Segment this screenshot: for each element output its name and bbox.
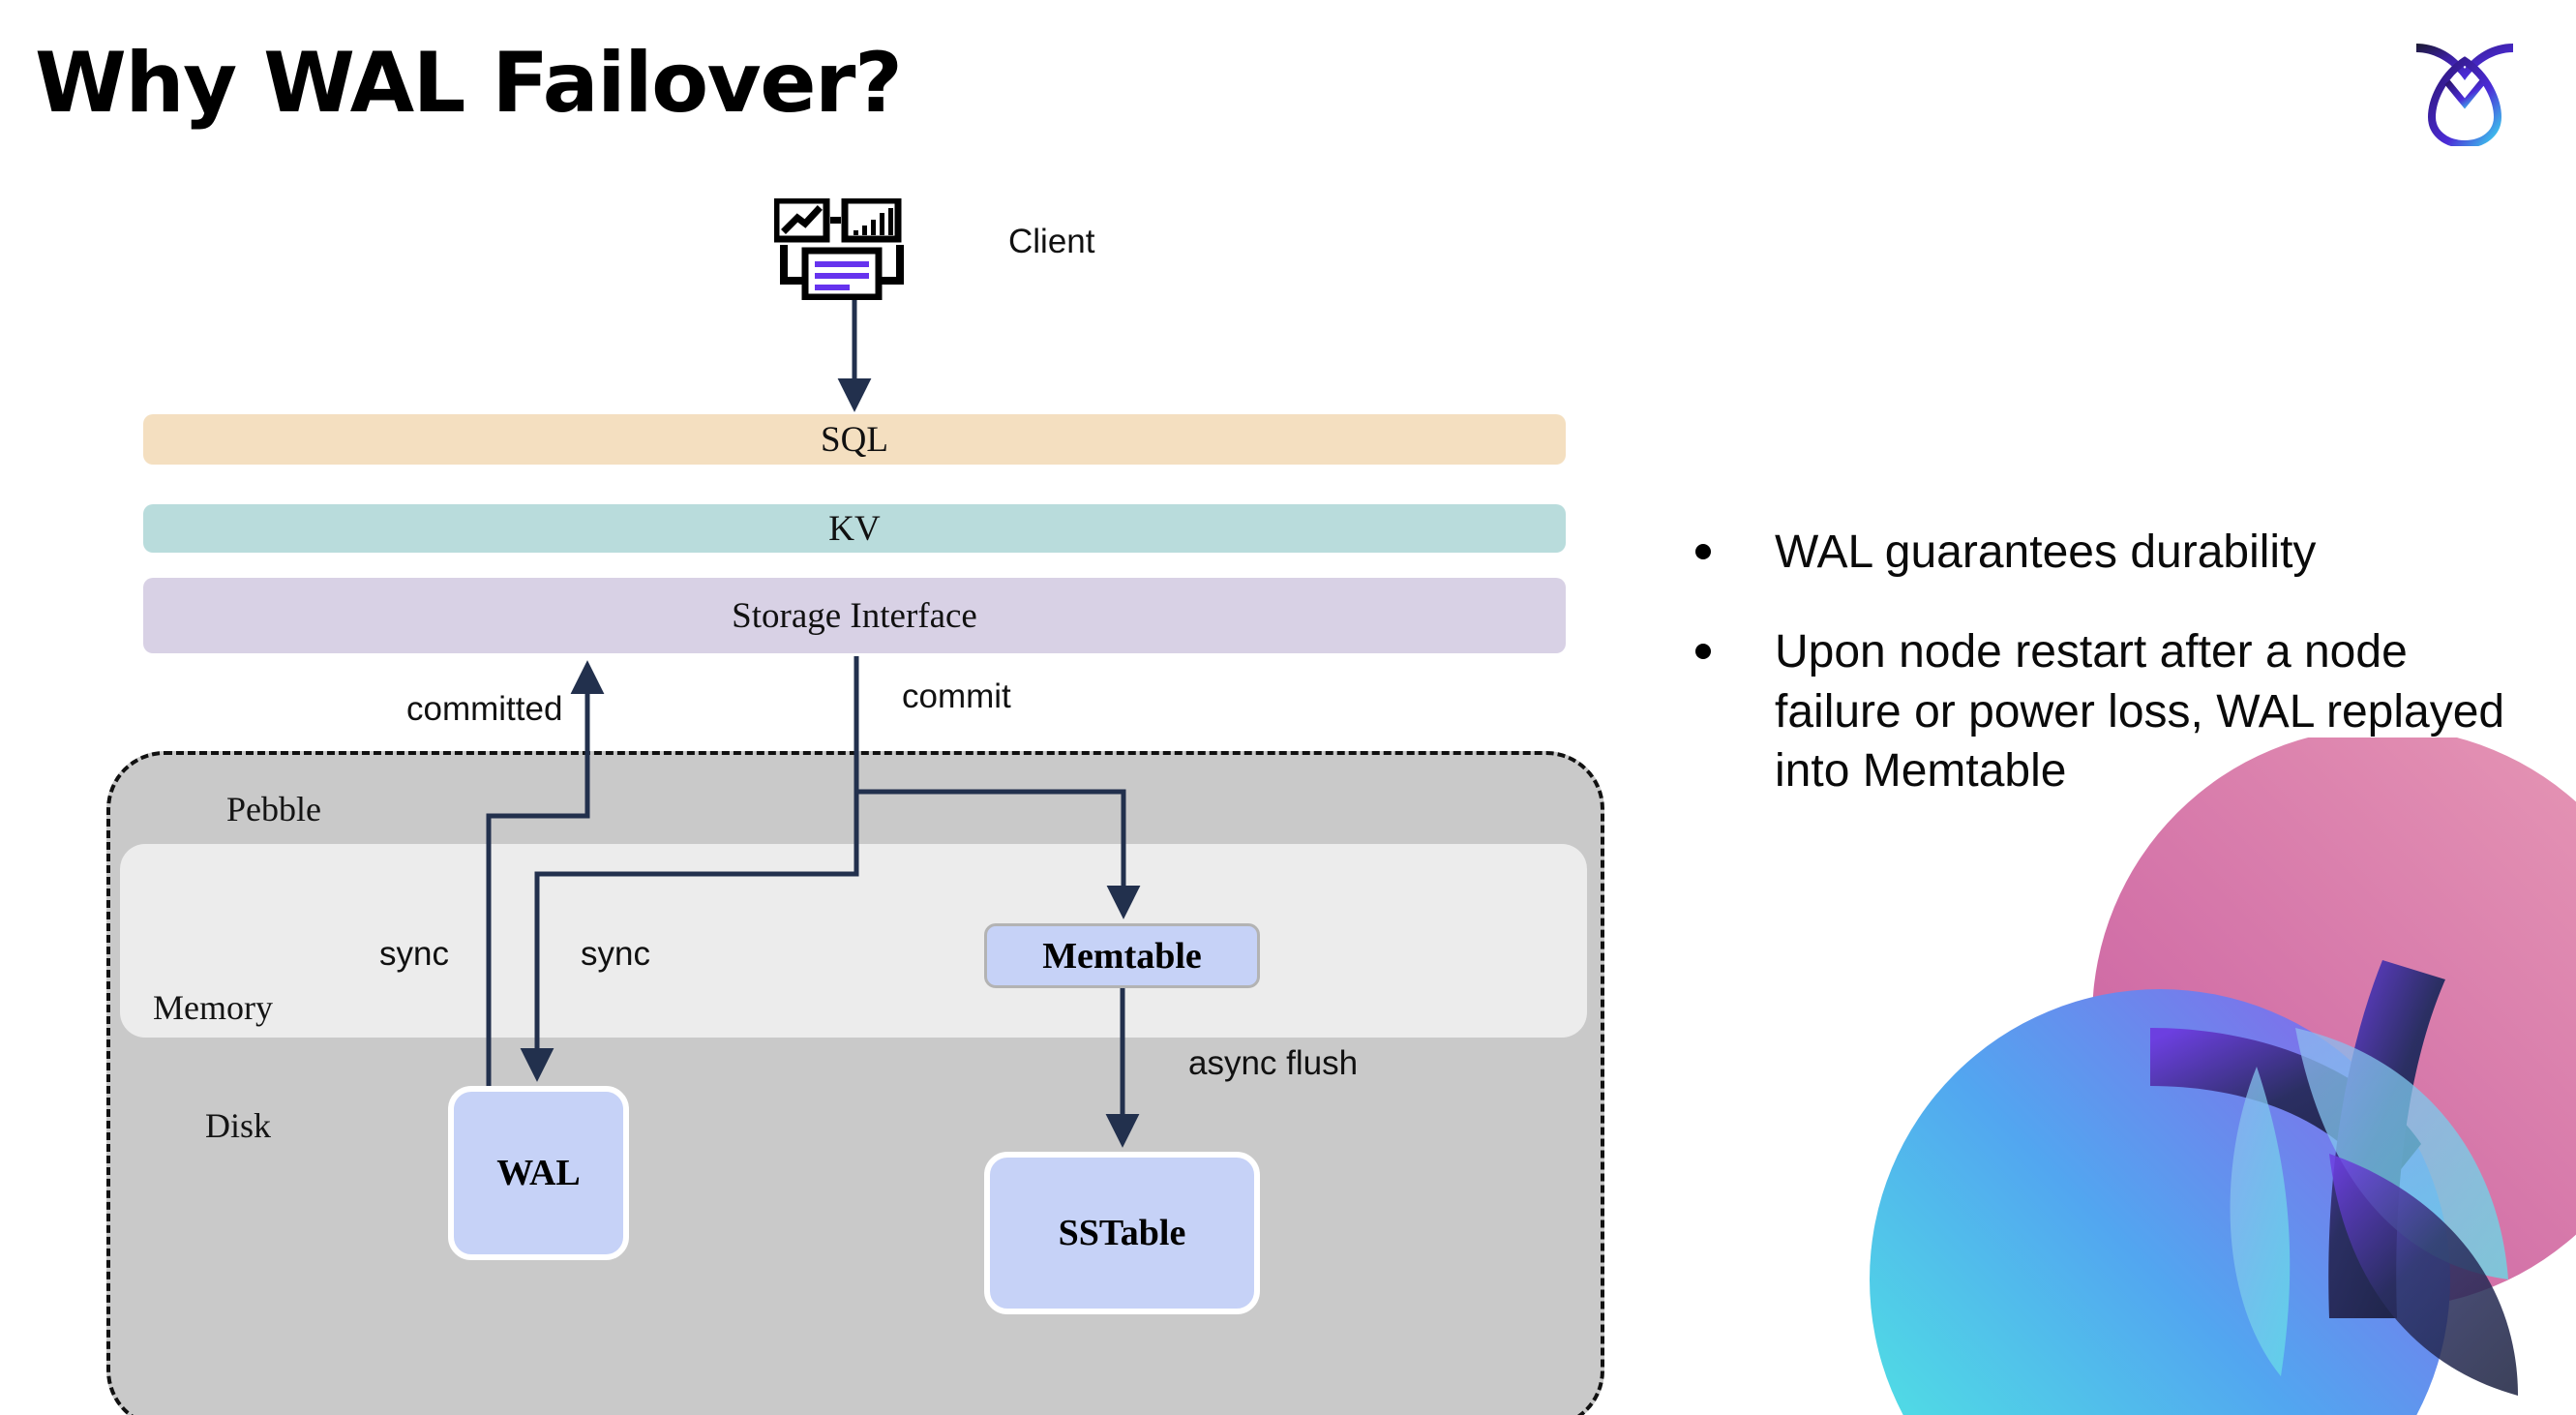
bullet-text: WAL guarantees durability	[1775, 527, 2317, 578]
bullet-dot-icon	[1695, 644, 1711, 660]
node-memtable-label: Memtable	[1042, 935, 1202, 977]
edge-label-sync-right: sync	[581, 935, 650, 973]
layer-bar-kv-label: KV	[828, 508, 881, 549]
layer-bar-storage-interface: Storage Interface	[143, 578, 1566, 653]
layer-bar-storage-interface-label: Storage Interface	[732, 595, 977, 636]
node-sstable: SSTable	[984, 1152, 1260, 1314]
edge-label-commit: commit	[902, 677, 1011, 715]
list-item: Upon node restart after a node failure o…	[1695, 622, 2518, 800]
region-label-disk: Disk	[205, 1106, 272, 1145]
bullet-list: WAL guarantees durability Upon node rest…	[1695, 523, 2518, 842]
bullet-text: Upon node restart after a node failure o…	[1775, 626, 2505, 798]
client-label: Client	[1008, 223, 1095, 260]
node-wal-label: WAL	[496, 1153, 581, 1193]
layer-bar-kv: KV	[143, 504, 1566, 553]
edge-label-async-flush: async flush	[1188, 1044, 1359, 1082]
page-title: Why WAL Failover?	[35, 35, 903, 132]
client-dashboard-icon	[774, 198, 904, 300]
node-memtable: Memtable	[984, 923, 1260, 988]
memory-panel	[120, 844, 1587, 1038]
layer-bar-sql: SQL	[143, 414, 1566, 465]
region-label-memory: Memory	[153, 988, 273, 1027]
list-item: WAL guarantees durability	[1695, 523, 2518, 582]
edge-label-sync-left: sync	[379, 935, 449, 973]
cockroach-labs-logo-icon	[2416, 44, 2513, 146]
layer-bar-sql-label: SQL	[821, 419, 888, 460]
region-label-pebble: Pebble	[226, 790, 321, 828]
edge-label-committed: committed	[406, 690, 563, 728]
node-sstable-label: SSTable	[1058, 1213, 1186, 1253]
bullet-dot-icon	[1695, 544, 1711, 559]
node-wal: WAL	[448, 1086, 629, 1260]
